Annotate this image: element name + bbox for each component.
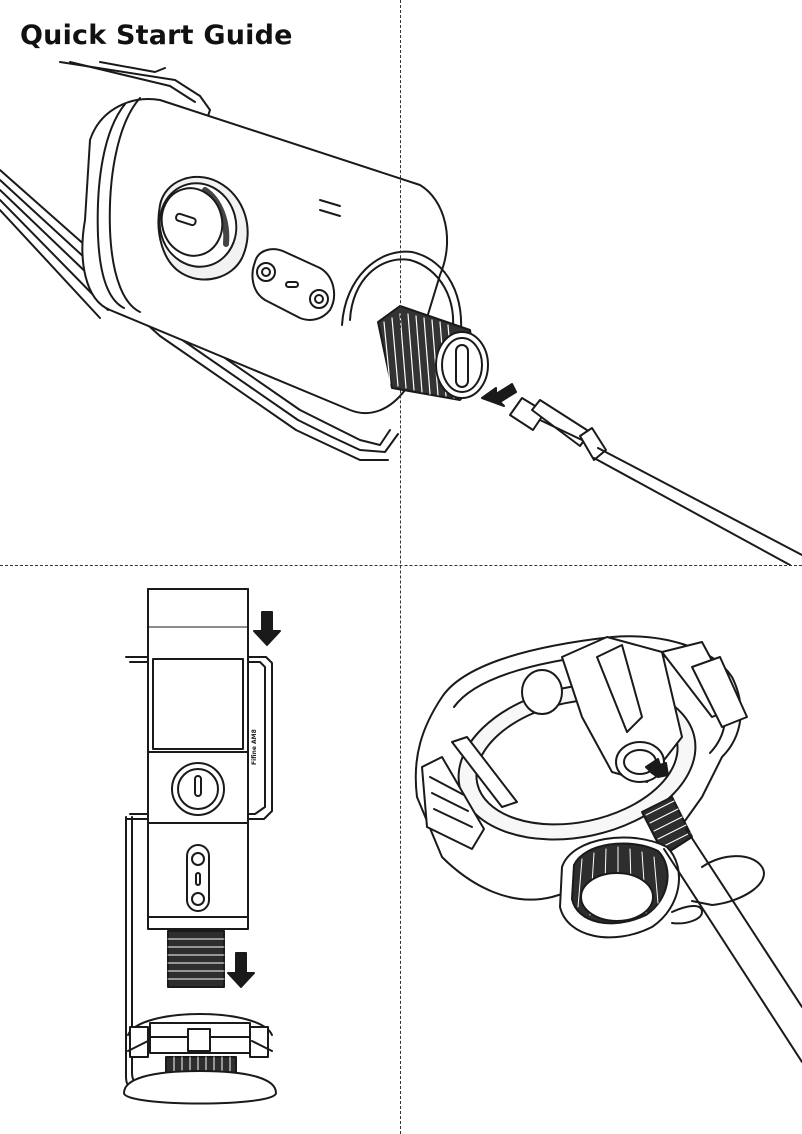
vertical-cut-line	[400, 0, 401, 1134]
stand-thread-drawing	[414, 635, 802, 1063]
mount-assembly-drawing: Fifine AM8	[123, 588, 281, 1105]
page-title: Quick Start Guide	[18, 18, 297, 53]
step-stand-thread-illustration	[402, 567, 802, 1134]
mic-body-lettering: Fifine AM8	[251, 729, 258, 765]
usb-connect-drawing	[0, 61, 802, 565]
step-mount-assembly-illustration: Fifine AM8	[0, 567, 400, 1134]
horizontal-cut-line	[0, 565, 802, 566]
step-usb-connect-illustration	[0, 0, 802, 565]
